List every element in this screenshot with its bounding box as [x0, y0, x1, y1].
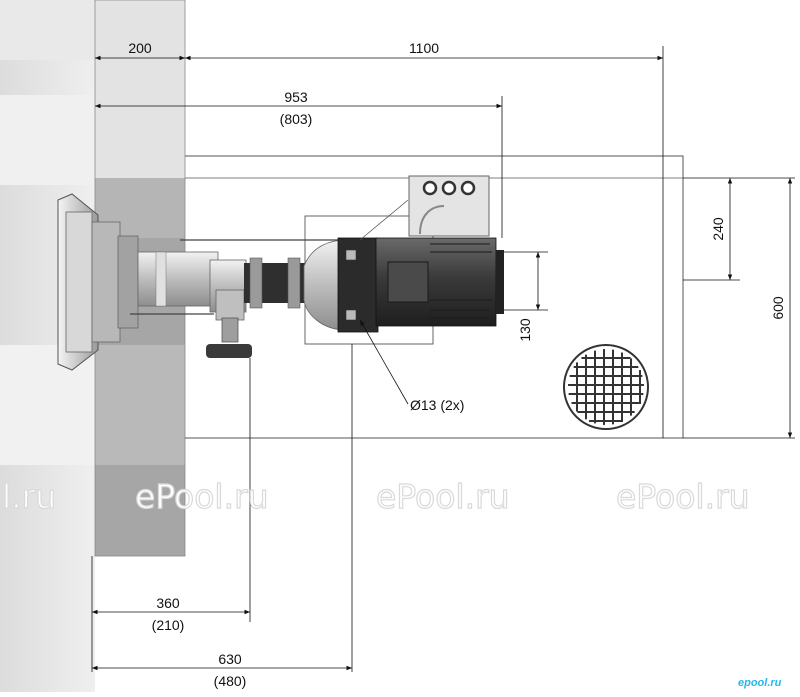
dimension-lines — [91, 46, 795, 672]
wall-fitting — [57, 193, 139, 371]
dim-valve-offset-alt: (210) — [152, 617, 185, 633]
pump-motor — [337, 237, 504, 333]
dim-total-length: 1100 — [409, 40, 439, 56]
dim-wall-thickness: 200 — [128, 40, 152, 56]
shutoff-valve — [206, 289, 252, 358]
suction-pipe — [130, 239, 345, 315]
epool-logo: epool.ru — [738, 677, 782, 689]
dim-motor-height: 240 — [710, 217, 726, 241]
dim-valve-offset: 360 — [156, 595, 180, 611]
dim-base-height: 600 — [770, 296, 786, 320]
dim-pump-length: 953 — [284, 89, 308, 105]
dim-pump-offset: 630 — [218, 651, 242, 667]
dim-pump-length-alt: (803) — [280, 111, 313, 127]
dim-mount-holes: Ø13 (2x) — [410, 397, 464, 413]
watermark-partial: l.ru — [2, 477, 56, 516]
watermark-3: ePool.ru — [616, 477, 750, 516]
connection-hose — [244, 239, 347, 331]
drain-grate — [563, 344, 649, 430]
dim-shaft-height: 130 — [517, 318, 533, 342]
watermark-2: ePool.ru — [376, 477, 510, 516]
dim-pump-offset-alt: (480) — [214, 673, 247, 689]
control-box — [359, 175, 490, 241]
watermark-1: ePool.ru — [135, 477, 269, 516]
